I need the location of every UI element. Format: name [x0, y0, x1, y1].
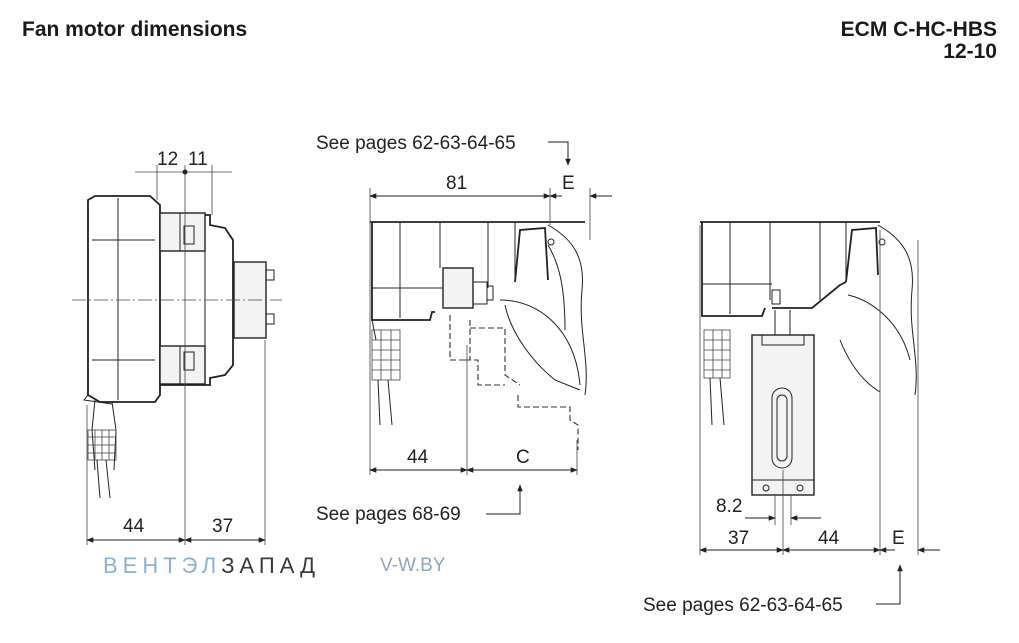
ref-pages-top: See pages 62-63-64-65 [316, 133, 516, 154]
model-code: ECM C-HC-HBS [840, 18, 997, 41]
page-title: Fan motor dimensions [22, 18, 248, 41]
dim-middle-e: E [562, 173, 575, 194]
ref-pages-right: See pages 62-63-64-65 [643, 595, 843, 616]
dim-left-37: 37 [212, 516, 233, 537]
watermark-logo: ВЕНТЭЛЗАПАД [103, 553, 320, 578]
dim-left-44: 44 [123, 516, 145, 537]
dim-left-11: 11 [188, 149, 208, 170]
watermark-blue: ВЕНТЭЛ [103, 553, 221, 578]
left-view-dimensions [86, 165, 266, 545]
middle-view-motor [370, 221, 587, 450]
watermark-url: V-W.BY [380, 555, 446, 576]
dim-middle-81: 81 [446, 173, 467, 194]
watermark-dark: ЗАПАД [221, 553, 320, 578]
dim-left-12: 12 [157, 149, 178, 170]
right-view-motor [700, 221, 917, 496]
dim-middle-44: 44 [407, 447, 429, 468]
dim-middle-c: C [516, 447, 530, 468]
dim-right-e: E [892, 528, 905, 549]
dim-right-8-2: 8.2 [716, 496, 742, 517]
right-view-dimensions [699, 225, 940, 605]
dim-right-37: 37 [728, 528, 749, 549]
middle-view-dimensions [369, 141, 612, 515]
left-view-motor [72, 195, 282, 499]
dim-right-44: 44 [818, 528, 840, 549]
ref-pages-bottom: See pages 68-69 [316, 504, 461, 525]
revision-code: 12-10 [943, 40, 997, 63]
